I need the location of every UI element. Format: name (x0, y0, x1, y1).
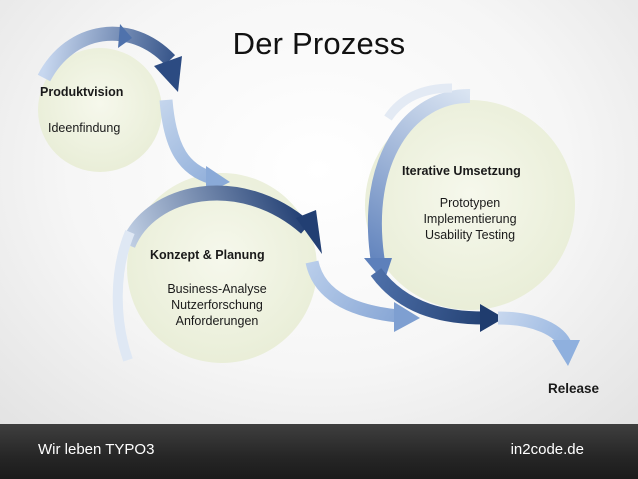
arrow-head-1 (154, 56, 182, 92)
phase-heading-konzept: Konzept & Planung (150, 248, 265, 262)
footer-website: in2code.de (510, 441, 584, 458)
phase-item-anforderungen: Anforderungen (175, 314, 259, 328)
phase-item-implementierung: Implementierung (423, 212, 517, 226)
phase-item-usability-testing: Usability Testing (424, 228, 516, 242)
arrow-head-6 (480, 304, 504, 332)
slide-canvas: Der Prozess Produktvision Ideenfindung K… (0, 0, 638, 424)
release-label: Release (548, 381, 600, 396)
phase-heading-produktvision: Produktvision (40, 85, 124, 99)
footer-tagline: Wir leben TYPO3 (38, 441, 155, 458)
arrow-connector-1 (159, 99, 215, 185)
arrow-head-4 (394, 302, 420, 332)
arrow-produktvision-top (37, 26, 176, 82)
phase-circle-produktvision (38, 48, 162, 172)
process-diagram (37, 24, 580, 366)
phase-item-ideenfindung: Ideenfindung (48, 121, 121, 135)
footer-bar: Wir leben TYPO3 in2code.de (0, 424, 638, 479)
arrow-umsetzung-left (367, 88, 471, 264)
phase-heading-umsetzung: Iterative Umsetzung (402, 164, 521, 178)
phase-item-prototypen: Prototypen (439, 196, 501, 210)
phase-circle-umsetzung (365, 100, 575, 310)
phase-circle-konzept (127, 173, 317, 363)
arrow-connector-2 (305, 260, 399, 323)
arrow-konzept-top (121, 185, 311, 249)
page-title: Der Prozess (232, 26, 406, 61)
arrow-umsetzung-top (384, 83, 453, 121)
arrow-umsetzung-bottom (370, 268, 485, 325)
phase-item-business-analyse: Business-Analyse (167, 282, 267, 296)
arrow-head-7 (552, 340, 580, 366)
arrow-head-3 (296, 210, 322, 254)
arrow-head-1b (118, 24, 132, 48)
arrow-konzept-left (112, 230, 135, 362)
phase-item-nutzerforschung: Nutzerforschung (171, 298, 263, 312)
